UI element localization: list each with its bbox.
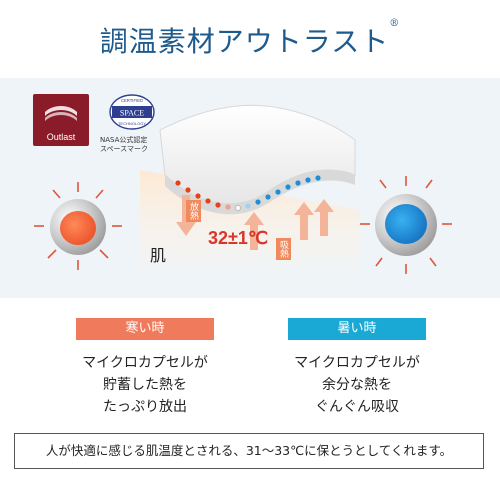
svg-text:SPACE: SPACE <box>120 109 144 118</box>
cold-description: マイクロカプセルが 貯蓄した熱を たっぷり放出 <box>82 355 208 415</box>
outlast-wave-icon <box>45 106 77 121</box>
skin-label: 肌 <box>150 246 167 265</box>
heat-absorb-arrows <box>244 199 334 250</box>
svg-text:TECHNOLOGY: TECHNOLOGY <box>118 121 146 126</box>
outlast-logo: Outlast <box>33 94 89 146</box>
cool-capsule-orb <box>375 194 437 256</box>
space-certified-badge: CERTIFIED SPACE TECHNOLOGY <box>109 94 155 130</box>
right-orb-arrows <box>360 176 452 274</box>
hot-label: 暑い時 <box>288 318 426 340</box>
left-orb-arrows <box>34 182 122 270</box>
footer-note: 人が快適に感じる肌温度とされる、31〜33℃に保とうとしてくれます。 <box>14 433 484 469</box>
microcapsule-beads <box>175 175 321 212</box>
warm-capsule-orb <box>50 199 106 255</box>
page-title: 調温素材アウトラスト® <box>99 18 401 58</box>
temperature-label: 32±1℃ <box>208 228 269 248</box>
heat-release-tag: 放熱 <box>186 200 201 222</box>
cold-label: 寒い時 <box>76 318 214 340</box>
heat-absorb-tag: 吸熱 <box>276 238 291 260</box>
warm-capsule-core <box>60 211 96 245</box>
svg-text:CERTIFIED: CERTIFIED <box>121 98 143 103</box>
space-caption: NASA公式認定 スペースマーク <box>100 136 148 153</box>
cool-capsule-core <box>385 204 427 244</box>
hot-description: マイクロカプセルが 余分な熱を ぐんぐん吸収 <box>294 355 420 415</box>
